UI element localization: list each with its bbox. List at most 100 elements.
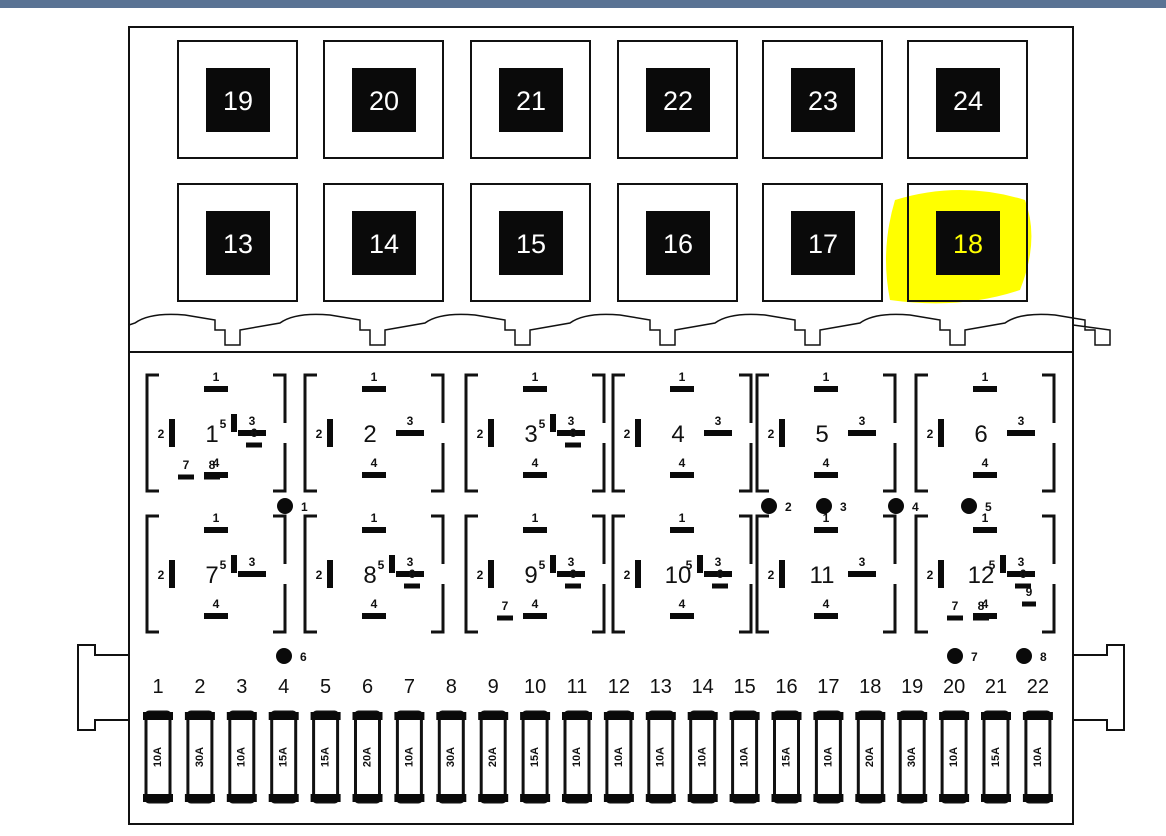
fuse-cap-top <box>771 712 802 720</box>
slot-bracket <box>273 514 287 564</box>
connector-dot-label: 2 <box>785 500 792 514</box>
fuse-rating: 15A <box>529 747 541 767</box>
slot-bracket <box>592 443 606 493</box>
relay-label-bg <box>936 211 1000 275</box>
pin-label: 4 <box>213 597 220 611</box>
fuse-cap-bottom <box>855 794 886 802</box>
pin-bar <box>204 613 228 619</box>
pin-label: 5 <box>989 558 996 572</box>
relay-number: 16 <box>663 229 693 259</box>
fuse-rating: 15A <box>320 747 332 767</box>
relay-number: 21 <box>516 86 546 116</box>
fuse-cap-bottom <box>1022 794 1053 802</box>
pin-label: 1 <box>823 370 830 384</box>
pin-bar <box>973 615 989 621</box>
fuse-13: 13 10A <box>645 676 676 804</box>
fuse-cap-bottom <box>352 794 383 802</box>
pin-bar <box>973 386 997 392</box>
fuse-rating: 10A <box>403 747 415 767</box>
pin-label: 2 <box>624 427 631 441</box>
pin-bar <box>973 472 997 478</box>
pin-bar <box>704 571 732 577</box>
pin-bar <box>670 613 694 619</box>
fuse-cap-top <box>310 712 341 720</box>
pin-bar <box>204 386 228 392</box>
relay-number: 14 <box>369 229 399 259</box>
relay-outline <box>470 40 591 159</box>
connector-dot-label: 8 <box>1040 650 1047 664</box>
slot-bracket <box>739 373 753 423</box>
slot-number: 3 <box>524 421 537 448</box>
fuse-rating: 10A <box>697 747 709 767</box>
pin-label: 2 <box>768 427 775 441</box>
fuse-cap-bottom <box>478 794 509 802</box>
relay-position-17: 17 <box>762 183 883 302</box>
fuse-number: 13 <box>650 676 672 698</box>
pin-label: 2 <box>158 568 165 582</box>
connector-dot-1 <box>277 498 293 514</box>
divider-clips <box>128 313 1111 346</box>
relay-number: 19 <box>223 86 253 116</box>
pin-label: 6 <box>1020 567 1027 581</box>
pin-bar <box>396 571 424 577</box>
pin-label: 2 <box>927 568 934 582</box>
pin-bar <box>565 442 581 448</box>
fuse-cap-top <box>855 712 886 720</box>
slot-bracket <box>592 584 606 634</box>
pin-bar <box>670 472 694 478</box>
fuse-number: 21 <box>985 676 1007 698</box>
relay-position-20: 20 <box>323 40 444 159</box>
slot-bracket <box>1042 373 1056 423</box>
pin-label: 1 <box>823 511 830 525</box>
pin-bar <box>1015 583 1031 589</box>
pin-label: 5 <box>686 558 693 572</box>
fuse-cap-top <box>729 712 760 720</box>
pin-bar <box>396 430 424 436</box>
slot-bracket <box>755 514 769 634</box>
pin-label: 1 <box>532 370 539 384</box>
fuse-number: 10 <box>524 676 546 698</box>
fuse-rating: 10A <box>655 747 667 767</box>
relay-outline <box>177 183 298 302</box>
slot-bracket <box>431 514 445 564</box>
slot-bracket <box>914 373 928 493</box>
pin-bar <box>712 583 728 589</box>
pin-bar <box>404 583 420 589</box>
fuse-cap-bottom <box>394 794 425 802</box>
left-mounting-tab <box>77 644 129 731</box>
fuse-7: 7 10A <box>394 676 425 804</box>
fuse-number: 14 <box>692 676 714 698</box>
pin-bar <box>169 560 175 588</box>
fuse-rating: 20A <box>361 747 373 767</box>
pin-bar <box>523 613 547 619</box>
pin-bar <box>670 386 694 392</box>
fuse-rating: 10A <box>613 747 625 767</box>
fuse-number: 7 <box>404 676 415 698</box>
slot-number: 4 <box>671 421 684 448</box>
pin-label: 3 <box>715 414 722 428</box>
relay-position-13: 13 <box>177 183 298 302</box>
pin-bar <box>557 430 585 436</box>
pin-label: 7 <box>502 599 509 613</box>
pin-label: 3 <box>407 414 414 428</box>
fuse-cap-bottom <box>813 794 844 802</box>
pin-label: 1 <box>213 511 220 525</box>
pin-bar <box>204 527 228 533</box>
pin-label: 2 <box>477 427 484 441</box>
pin-label: 4 <box>982 597 989 611</box>
pin-label: 2 <box>316 427 323 441</box>
pin-bar <box>779 419 785 447</box>
pin-bar <box>488 560 494 588</box>
fuse-cap-top <box>939 712 970 720</box>
